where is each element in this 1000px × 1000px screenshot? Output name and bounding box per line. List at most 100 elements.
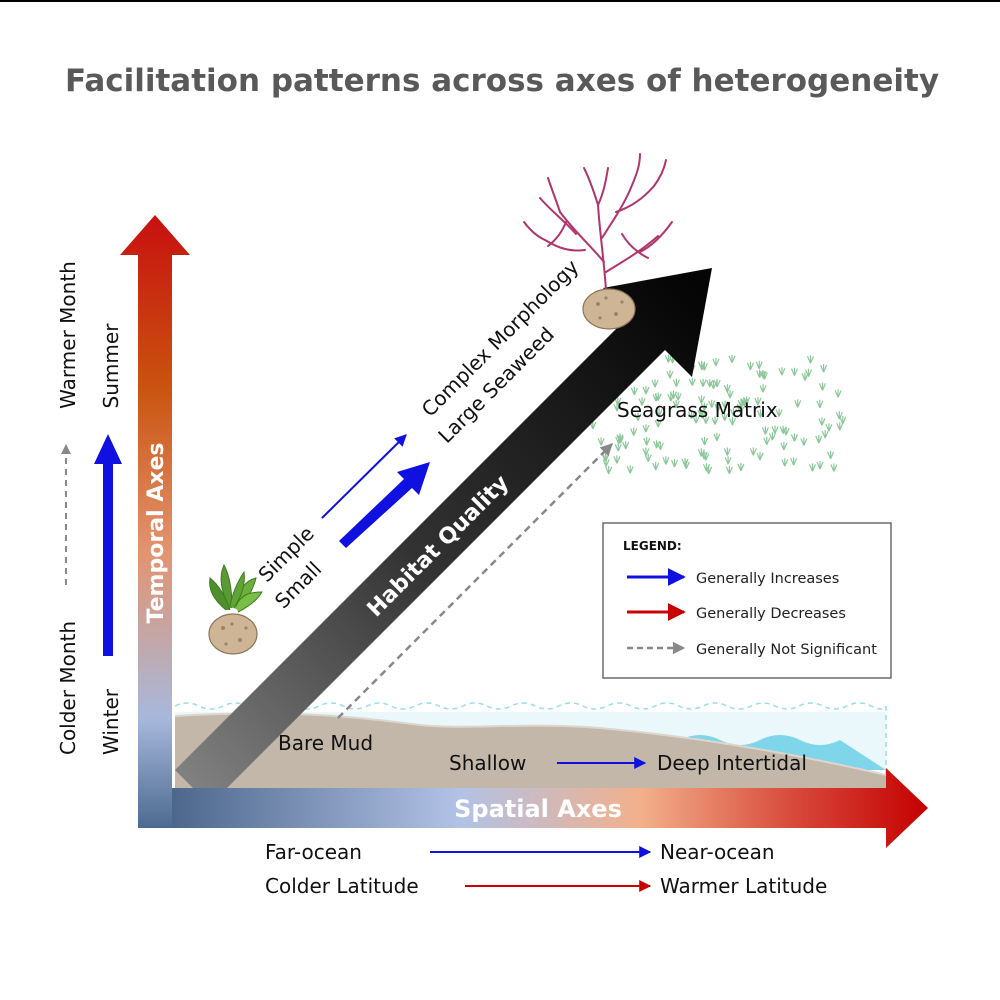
- seagrass-tuft: [816, 399, 824, 409]
- warmer-latitude-label: Warmer Latitude: [660, 874, 827, 898]
- seagrass-tuft: [818, 417, 826, 426]
- seagrass-tuft: [701, 437, 709, 446]
- seagrass-tuft: [780, 442, 788, 451]
- seagrass-tuft: [697, 409, 705, 418]
- seagrass-tuft: [771, 425, 779, 434]
- legend: LEGEND: Generally Increases Generally De…: [602, 522, 892, 679]
- seagrass-tuft: [761, 426, 769, 435]
- seagrass-tuft: [806, 355, 815, 364]
- seagrass-tuft: [760, 371, 768, 380]
- seagrass-tuft: [605, 465, 613, 475]
- seagrass-tuft: [711, 416, 719, 425]
- near-ocean-label: Near-ocean: [660, 840, 775, 864]
- page-title: Facilitation patterns across axes of het…: [65, 63, 939, 99]
- seagrass-tuft: [614, 443, 622, 452]
- seagrass-tuft: [662, 456, 670, 465]
- seagrass-tuft: [754, 397, 762, 406]
- seagrass-tuft: [835, 411, 843, 420]
- seagrass-tuft: [613, 455, 621, 464]
- seagrass-tuft: [756, 409, 764, 418]
- habitat-quality-label: Habitat Quality: [363, 471, 514, 622]
- seagrass-tuft: [642, 386, 650, 395]
- seagrass-tuft: [821, 430, 829, 439]
- seagrass-tuft: [670, 459, 679, 468]
- seagrass-tuft: [712, 358, 720, 367]
- seagrass-tuft: [737, 462, 745, 472]
- seagrass-tuft: [630, 427, 638, 436]
- seagrass-tuft: [643, 437, 651, 446]
- legend-increase-label: Generally Increases: [696, 571, 839, 587]
- seagrass-tuft: [746, 361, 754, 371]
- seagrass-tuft: [836, 422, 844, 431]
- summer-label: Summer: [99, 323, 123, 409]
- seagrass-tuft: [644, 453, 652, 462]
- size-increase-arrow: [339, 462, 430, 548]
- legend-decrease-label: Generally Decreases: [696, 606, 846, 622]
- seagrass-tuft: [700, 402, 708, 411]
- seagrass-tuft: [651, 379, 659, 388]
- bare-mud-label: Bare Mud: [278, 731, 373, 755]
- deep-intertidal-label: Deep Intertidal: [657, 751, 807, 775]
- seagrass-tuft: [672, 400, 680, 409]
- seagrass-tuft: [815, 435, 823, 444]
- seagrass-tuft: [759, 384, 767, 393]
- seagrass-tuft: [800, 437, 808, 446]
- legend-box: [602, 522, 892, 679]
- seagrass-tuft: [763, 436, 771, 446]
- seagrass-tuft: [638, 397, 646, 406]
- seagrass-tuft: [768, 432, 776, 441]
- seagrass-tuft: [781, 458, 789, 467]
- seagrass-tuft: [755, 360, 763, 370]
- seagrass-tuft: [778, 367, 786, 376]
- seagrass-tuft: [728, 417, 737, 426]
- seagrass-tuft: [721, 400, 729, 409]
- seagrass-tuft: [713, 432, 721, 442]
- seagrass-tuft: [652, 462, 660, 471]
- seagrass-tuft: [724, 456, 732, 465]
- seagrass-tuft: [723, 384, 731, 393]
- colder-latitude-label: Colder Latitude: [265, 874, 419, 898]
- seagrass-tuft: [681, 458, 689, 467]
- colder-month-label: Colder Month: [56, 621, 80, 755]
- seagrass-tuft: [708, 399, 716, 408]
- seagrass-matrix-label: Seagrass Matrix: [617, 398, 778, 422]
- seagrass-tuft: [655, 408, 663, 417]
- seagrass-tuft: [688, 377, 696, 386]
- red-seaweed-rock-texture: [596, 296, 624, 320]
- seagrass-tuft: [626, 465, 634, 474]
- seagrass-not-significant-arrow: [337, 443, 613, 719]
- seagrass-tuft: [756, 369, 764, 378]
- seagrass-tuft: [729, 408, 738, 417]
- seagrass-tuft: [834, 389, 842, 398]
- seagrass-tuft: [725, 465, 733, 475]
- seagrass-tuft: [705, 465, 713, 475]
- legend-not-significant-label: Generally Not Significant: [696, 642, 877, 658]
- seagrass-tuft: [697, 395, 706, 404]
- seagrass-tuft: [743, 396, 751, 405]
- seagrass-tuft: [721, 412, 729, 421]
- seagrass-tuft: [714, 403, 722, 412]
- seagrass-tuft: [804, 368, 813, 377]
- seagrass-tuft: [669, 390, 677, 399]
- seagrass-tuft: [642, 447, 650, 456]
- seagrass-tuft: [723, 447, 731, 456]
- seagrass-tuft: [666, 370, 674, 379]
- seagrass-tuft: [756, 452, 764, 461]
- seagrass-tuft: [642, 424, 650, 433]
- seagrass-tuft: [775, 408, 783, 417]
- seagrass-tuft: [597, 437, 605, 446]
- seagrass-tuft: [687, 410, 696, 419]
- seagrass-tuft: [820, 364, 828, 373]
- winter-label: Winter: [99, 688, 123, 755]
- spatial-axis-label: Spatial Axes: [454, 795, 622, 823]
- green-seaweed-icon: [208, 563, 263, 655]
- seagrass-tuft: [664, 354, 672, 363]
- seagrass-tuft: [801, 372, 809, 381]
- seagrass-tuft: [808, 463, 817, 472]
- seagrass-tuft: [700, 451, 708, 460]
- legend-title: LEGEND:: [623, 539, 682, 553]
- seagrass-tuft: [790, 433, 798, 442]
- seagrass-tuft: [653, 440, 661, 449]
- mud-sediment: [175, 713, 886, 788]
